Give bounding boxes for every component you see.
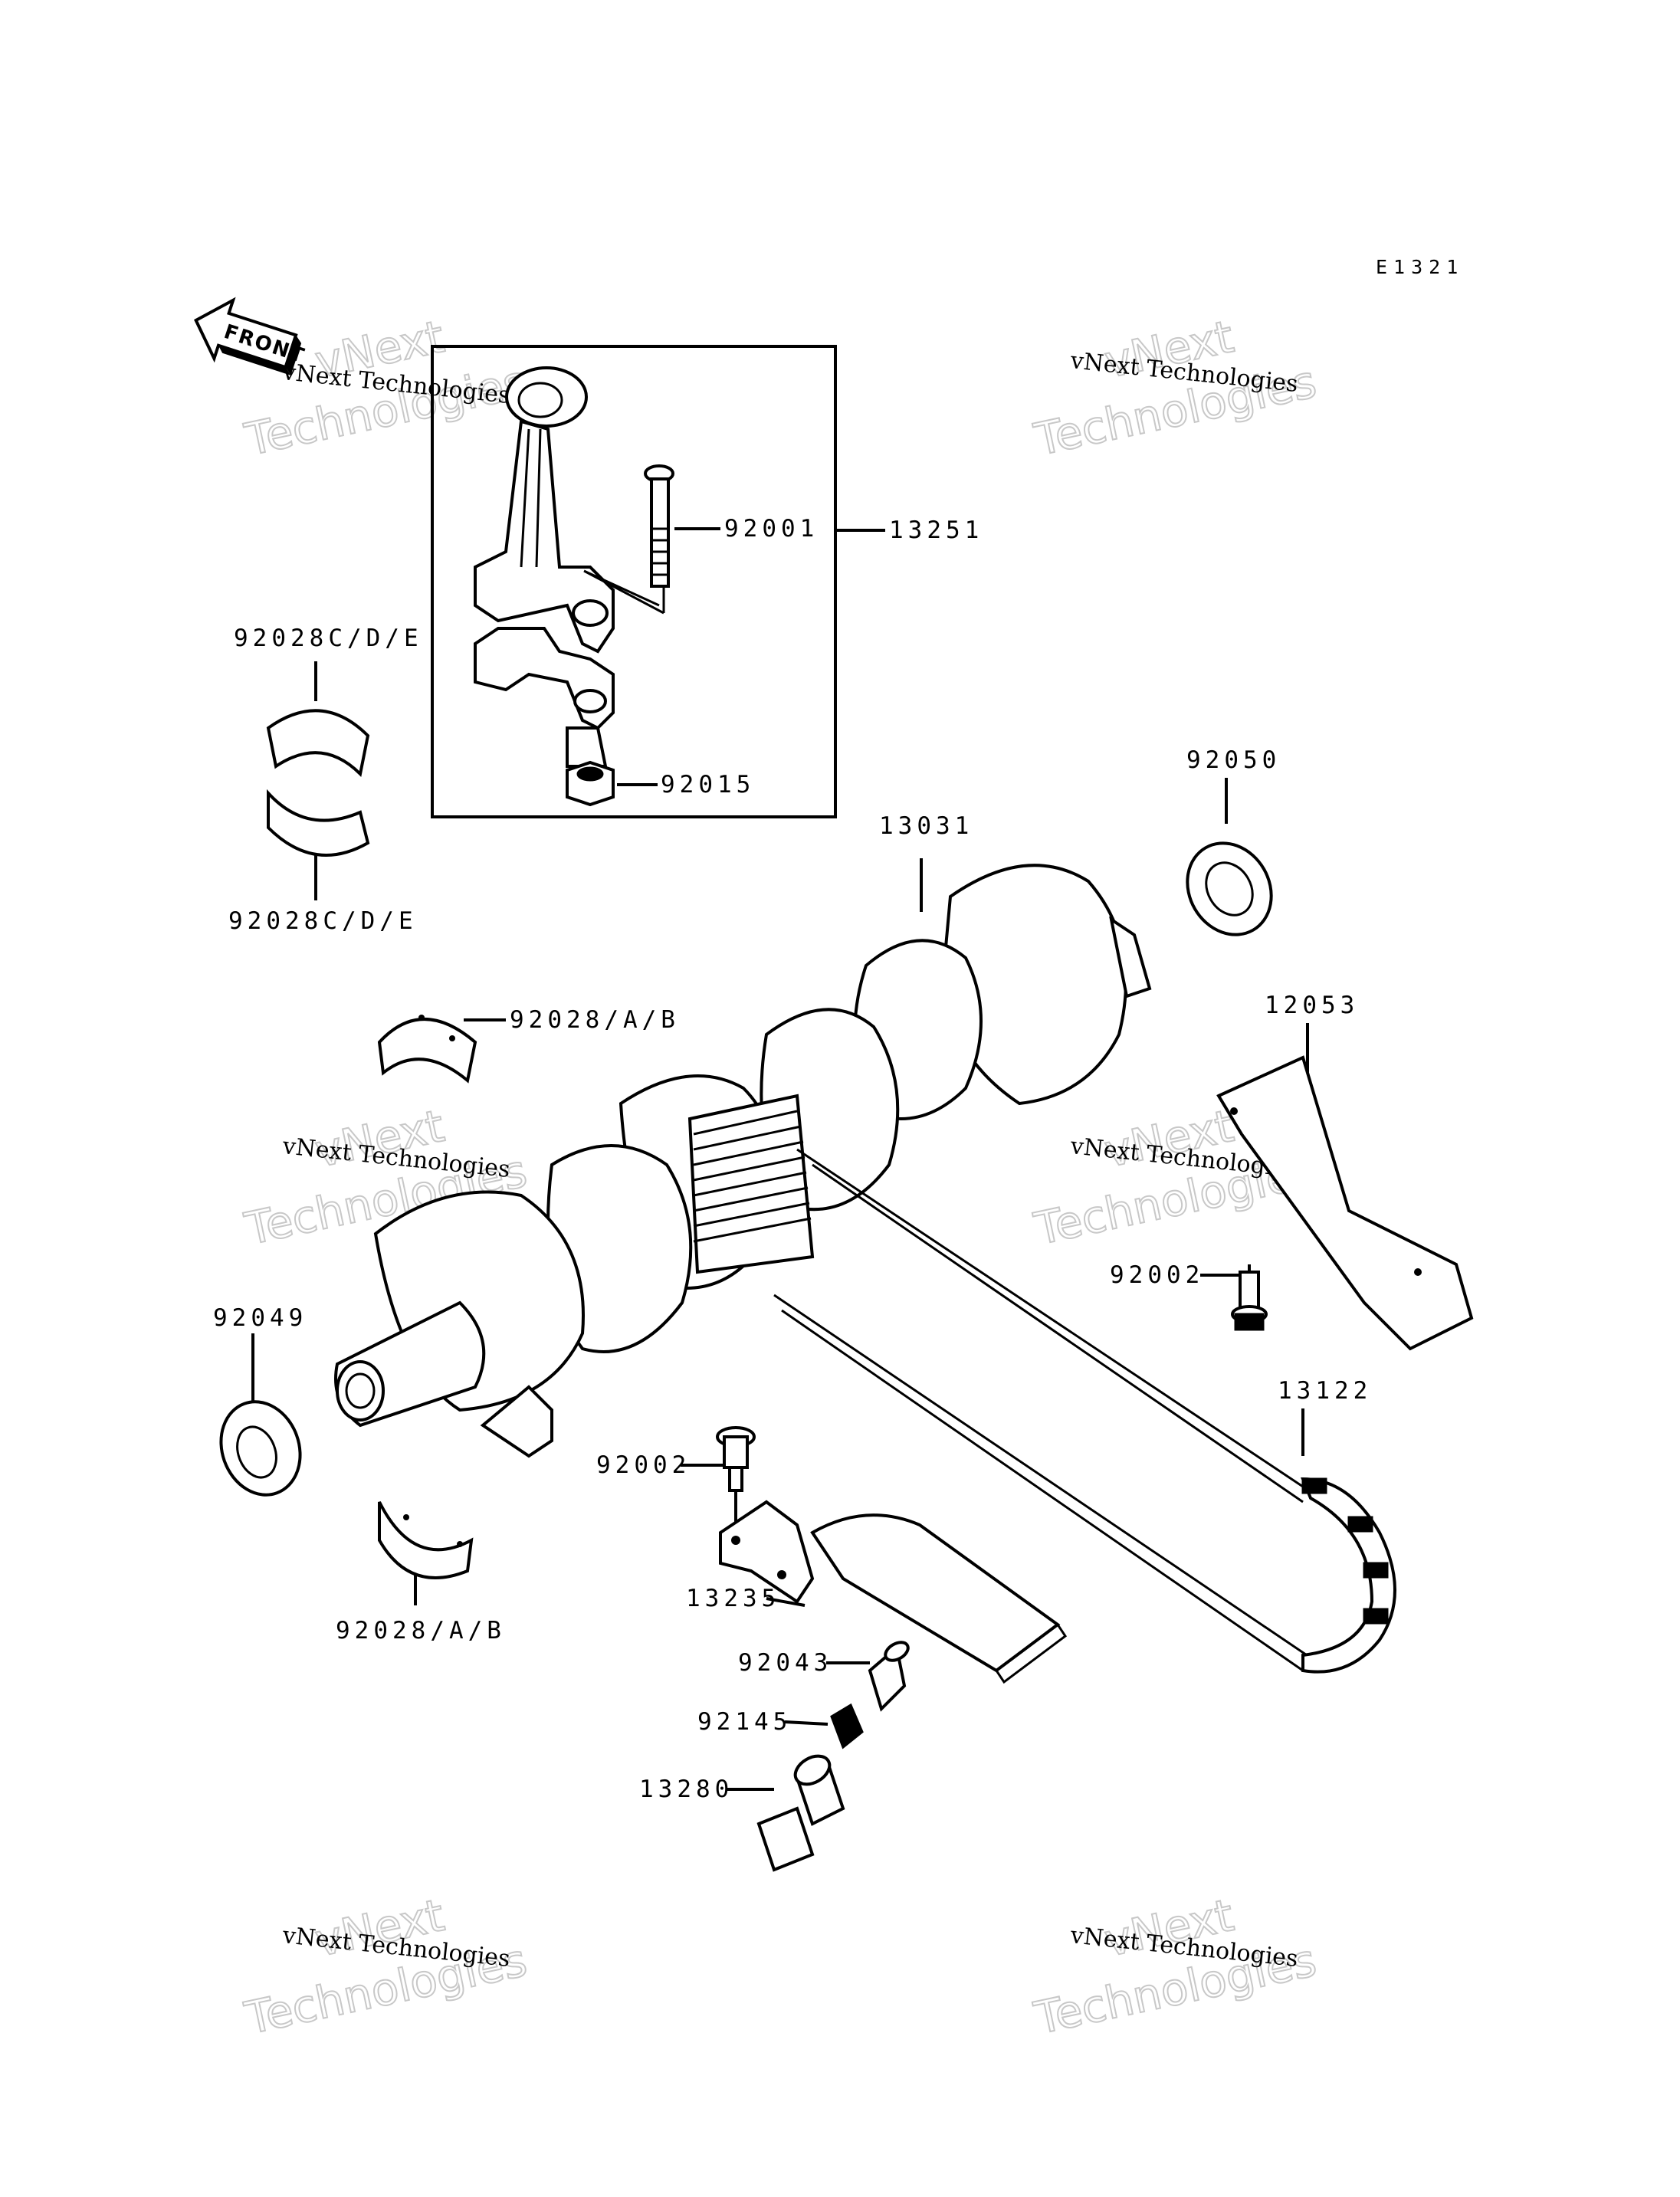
part-label-92028cde-bottom: 92028C/D/E [228, 907, 418, 935]
part-label-92049: 92049 [213, 1304, 307, 1332]
part-label-13280: 13280 [639, 1776, 733, 1803]
part-label-12053: 12053 [1265, 992, 1359, 1019]
part-label-13122: 13122 [1278, 1377, 1372, 1405]
part-label-13235: 13235 [686, 1585, 780, 1612]
part-label-92028cde-top: 92028C/D/E [234, 625, 423, 652]
part-labels: 92001 13251 92015 92028C/D/E 92028C/D/E … [213, 515, 1372, 1803]
part-label-92002-right: 92002 [1110, 1261, 1204, 1289]
cam-chain [773, 1148, 1396, 1674]
reference-code: E1321 [1376, 256, 1464, 278]
crankshaft [334, 864, 1152, 1458]
main-bearing-upper [377, 1015, 477, 1084]
rod-bolt [583, 464, 674, 615]
part-label-92028ab-top: 92028/A/B [510, 1006, 680, 1034]
part-label-92015: 92015 [661, 771, 755, 798]
part-label-13251: 13251 [889, 516, 983, 544]
main-bearing-lower [378, 1501, 474, 1579]
part-label-92043: 92043 [738, 1649, 832, 1677]
part-label-92050: 92050 [1186, 746, 1281, 774]
crank-bearing-lower [267, 789, 370, 857]
crank-bearing-upper [266, 709, 370, 778]
tensioner-pin [868, 1641, 910, 1712]
part-label-92001: 92001 [724, 515, 819, 543]
part-label-92002-left: 92002 [596, 1451, 691, 1479]
oil-seal-left [219, 1400, 302, 1497]
tensioner-plug [756, 1754, 845, 1872]
oil-seal-right [1186, 841, 1273, 936]
connecting-rod [474, 366, 615, 768]
guide-bolt-right [1231, 1271, 1268, 1331]
connecting-rod-assembly-frame [431, 345, 837, 818]
tensioner-bolt [716, 1426, 756, 1492]
chain-tensioner [719, 1500, 1068, 1684]
chain-guide-upper [1216, 1055, 1474, 1351]
tensioner-spring [830, 1703, 864, 1749]
part-label-92028ab-bottom: 92028/A/B [336, 1617, 506, 1644]
part-label-13031: 13031 [879, 812, 973, 840]
part-label-92145: 92145 [697, 1708, 792, 1736]
rod-nut [566, 760, 615, 807]
